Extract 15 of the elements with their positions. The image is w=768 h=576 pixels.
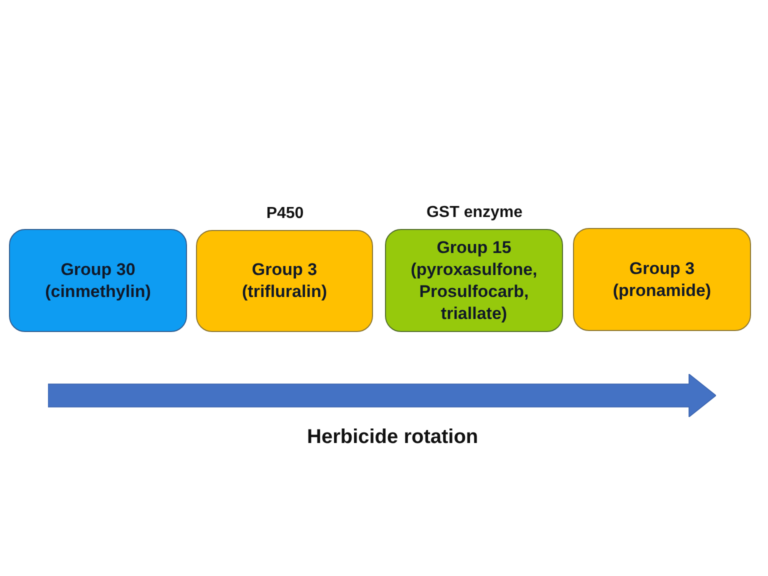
- herbicide-names: (cinmethylin): [45, 280, 151, 302]
- herbicide-names: (pronamide): [612, 280, 712, 302]
- rounded-box: [196, 230, 373, 332]
- rounded-box: [385, 229, 563, 332]
- rounded-box: [9, 229, 187, 332]
- arrow-caption: Herbicide rotation: [307, 425, 478, 449]
- group-name: Group 30: [60, 258, 136, 280]
- mechanism-label: GST enzyme: [426, 203, 523, 223]
- mechanism-label: P450: [266, 204, 304, 224]
- group-name: Group 3: [252, 259, 318, 281]
- group-name: Group 15: [436, 236, 512, 258]
- rounded-box: [573, 228, 751, 331]
- herbicide-names: (trifluralin): [242, 281, 327, 303]
- herbicide-names: (pyroxasulfone, Prosulfocarb, triallate): [410, 258, 538, 324]
- group-name: Group 3: [629, 258, 695, 280]
